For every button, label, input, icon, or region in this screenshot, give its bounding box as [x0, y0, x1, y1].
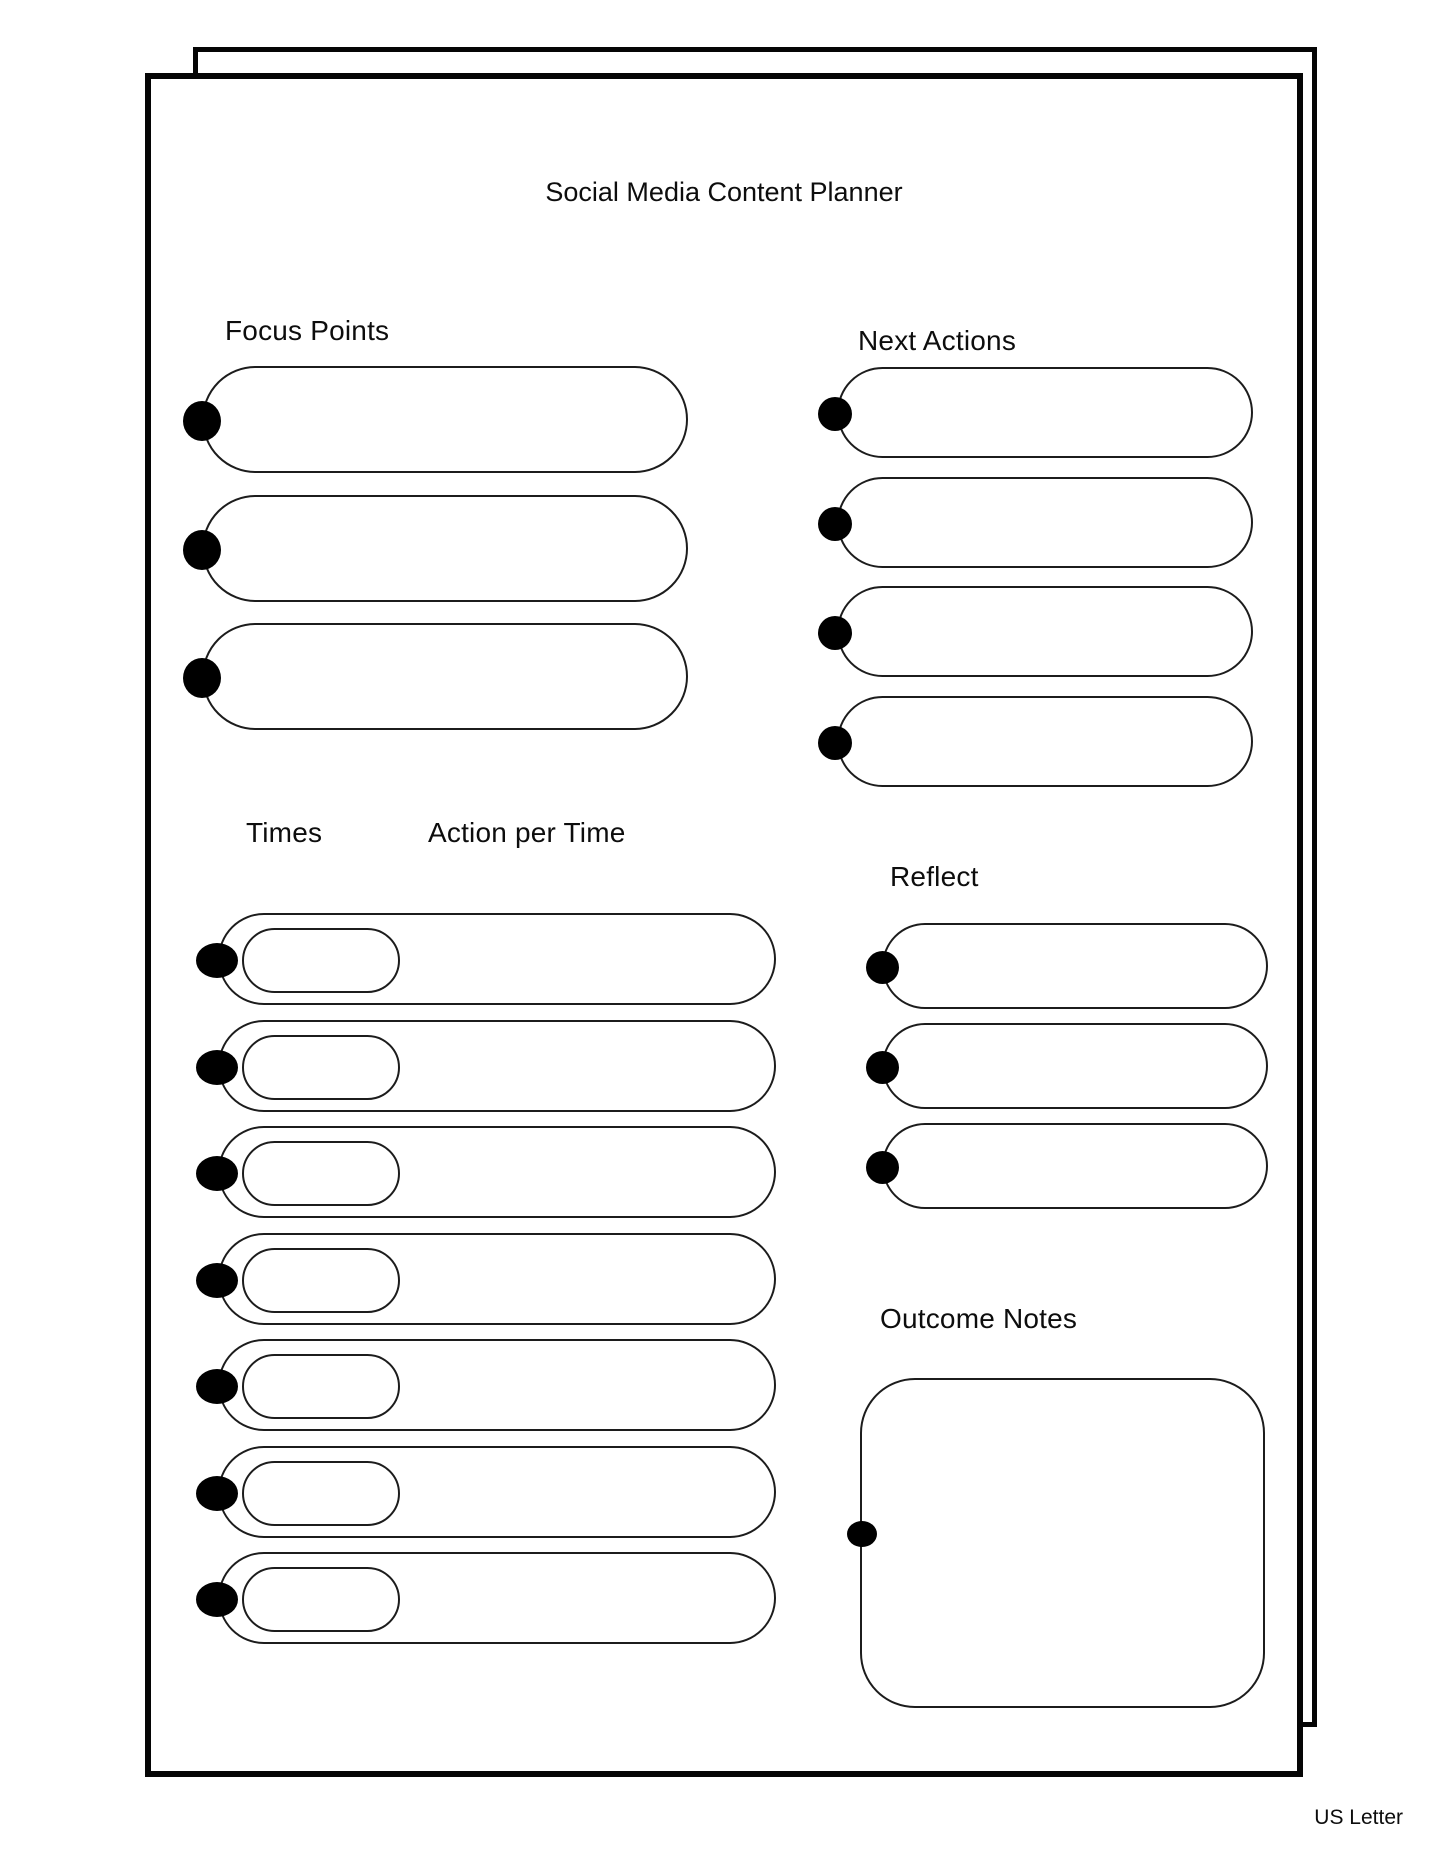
action-per-time-heading: Action per Time — [428, 817, 626, 848]
bullet-dot — [196, 1476, 238, 1511]
bullet-dot — [196, 1263, 238, 1298]
time-field — [242, 1567, 400, 1632]
outcome-notes-heading: Outcome Notes — [880, 1303, 1078, 1334]
bullet-dot — [183, 401, 221, 441]
outcome-notes-box — [847, 1378, 1265, 1708]
times-row — [196, 1126, 776, 1218]
bullet-dot — [196, 1582, 238, 1617]
bullet-dot — [196, 1369, 238, 1404]
bullet-dot — [196, 943, 238, 978]
bullet-dot — [818, 397, 852, 431]
times-row — [196, 1552, 776, 1644]
time-field — [242, 1035, 400, 1100]
focus-point-field — [183, 495, 688, 602]
times-row — [196, 1446, 776, 1538]
bullet-dot — [196, 1156, 238, 1191]
page-title: Social Media Content Planner — [545, 177, 903, 207]
time-field — [242, 1461, 400, 1526]
times-row — [196, 1339, 776, 1431]
bullet-dot — [866, 1051, 899, 1084]
bullet-dot — [866, 951, 899, 984]
bullet-dot — [183, 658, 221, 698]
time-field — [242, 1354, 400, 1419]
time-field — [242, 1248, 400, 1313]
reflect-field — [866, 923, 1268, 1009]
bullet-dot — [847, 1521, 877, 1547]
time-field — [242, 1141, 400, 1206]
bullet-dot — [818, 616, 852, 650]
bullet-dot — [183, 530, 221, 570]
paper-size-label: US Letter — [1314, 1806, 1403, 1829]
next-action-field — [818, 367, 1253, 458]
reflect-heading: Reflect — [890, 861, 979, 892]
times-row — [196, 1020, 776, 1112]
focus-point-field — [183, 623, 688, 730]
time-field — [242, 928, 400, 993]
reflect-field — [866, 1123, 1268, 1209]
next-action-field — [818, 477, 1253, 568]
bullet-dot — [818, 726, 852, 760]
next-actions-heading: Next Actions — [858, 325, 1017, 356]
bullet-dot — [196, 1050, 238, 1085]
times-row — [196, 913, 776, 1005]
next-action-field — [818, 586, 1253, 677]
next-action-field — [818, 696, 1253, 787]
times-row — [196, 1233, 776, 1325]
bullet-dot — [866, 1151, 899, 1184]
bullet-dot — [818, 507, 852, 541]
times-heading: Times — [246, 817, 323, 848]
focus-point-field — [183, 366, 688, 473]
focus-points-heading: Focus Points — [225, 315, 390, 346]
reflect-field — [866, 1023, 1268, 1109]
